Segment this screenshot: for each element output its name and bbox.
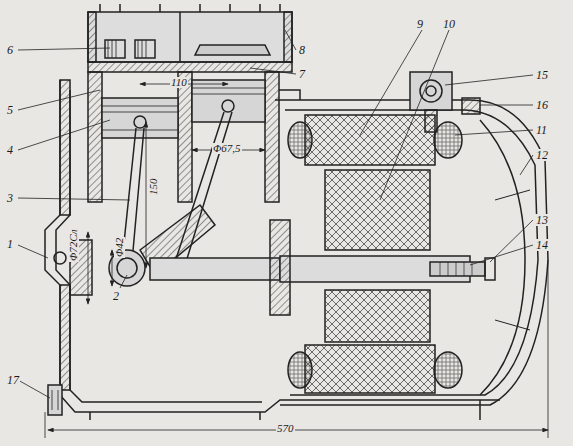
callout-number: 6 (6, 44, 14, 56)
callout-number: 5 (6, 104, 14, 116)
dimension-label: Φ72Сл (68, 228, 79, 262)
callout-number: 3 (6, 192, 14, 204)
dimension-label: 570 (276, 423, 295, 434)
callout-number: 9 (416, 18, 424, 30)
callout-number: 17 (6, 374, 20, 386)
callout-number: 10 (442, 18, 456, 30)
callout-number: 1 (6, 238, 14, 250)
callout-number: 7 (298, 68, 306, 80)
callout-number: 8 (298, 44, 306, 56)
callout-number: 14 (535, 239, 549, 251)
callout-number: 16 (535, 99, 549, 111)
callout-number: 12 (535, 149, 549, 161)
dimension-label: Φ42 (114, 237, 125, 258)
dimension-label: Φ67,5 (212, 143, 242, 154)
dimension-label: 150 (148, 178, 159, 197)
callout-number: 13 (535, 214, 549, 226)
dimension-label: 110 (170, 77, 188, 88)
callout-number: 4 (6, 144, 14, 156)
callout-number: 11 (535, 124, 548, 136)
callout-number: 2 (112, 290, 120, 302)
callout-number: 15 (535, 69, 549, 81)
